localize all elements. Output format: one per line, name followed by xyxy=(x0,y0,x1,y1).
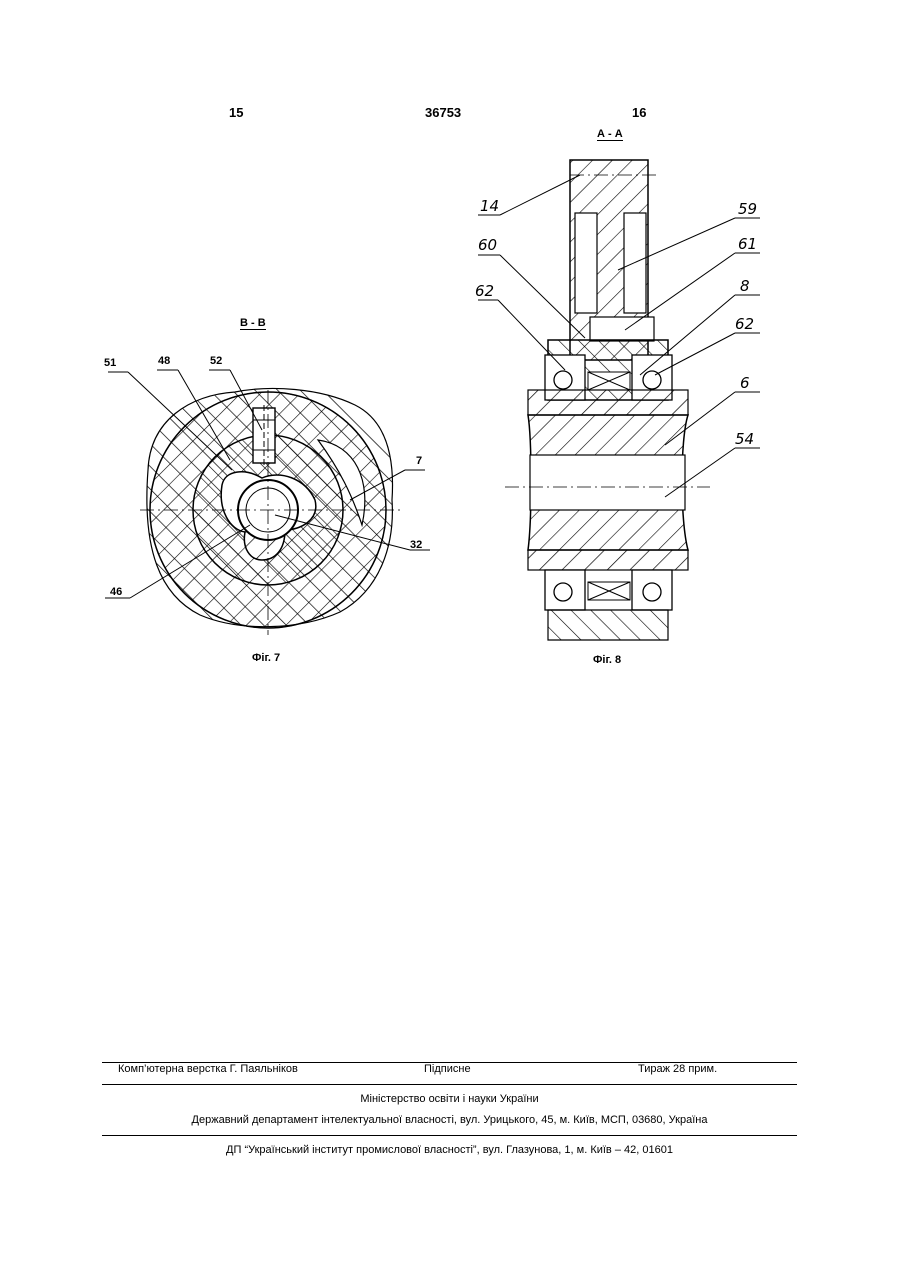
fig8-caption: Фіг. 8 xyxy=(593,654,621,666)
footer-ministry: Міністерство освіти і науки України xyxy=(102,1093,797,1105)
footer-rule-middle xyxy=(102,1084,797,1085)
fig8-label-60: 60 xyxy=(478,236,497,254)
footer-layout-credit: Комп’ютерна верстка Г. Паяльніков xyxy=(118,1063,298,1075)
footer-signed: Підписне xyxy=(424,1063,471,1075)
footer-department: Державний департамент інтелектуальної вл… xyxy=(102,1114,797,1126)
footer-rule-bottom xyxy=(102,1135,797,1136)
fig8-label-54: 54 xyxy=(735,430,754,448)
fig8-drawing xyxy=(0,0,901,700)
fig8-label-62a: 62 xyxy=(475,282,494,300)
fig8-label-59: 59 xyxy=(738,200,757,218)
fig8-label-6: 6 xyxy=(740,374,750,392)
fig8-label-61: 61 xyxy=(738,235,757,253)
fig8-label-62b: 62 xyxy=(735,315,754,333)
fig8-label-8: 8 xyxy=(740,277,750,295)
footer-circulation: Тираж 28 прим. xyxy=(638,1063,717,1075)
footer-institute: ДП “Український інститут промислової вла… xyxy=(102,1144,797,1156)
fig8-label-14: 14 xyxy=(480,197,499,215)
